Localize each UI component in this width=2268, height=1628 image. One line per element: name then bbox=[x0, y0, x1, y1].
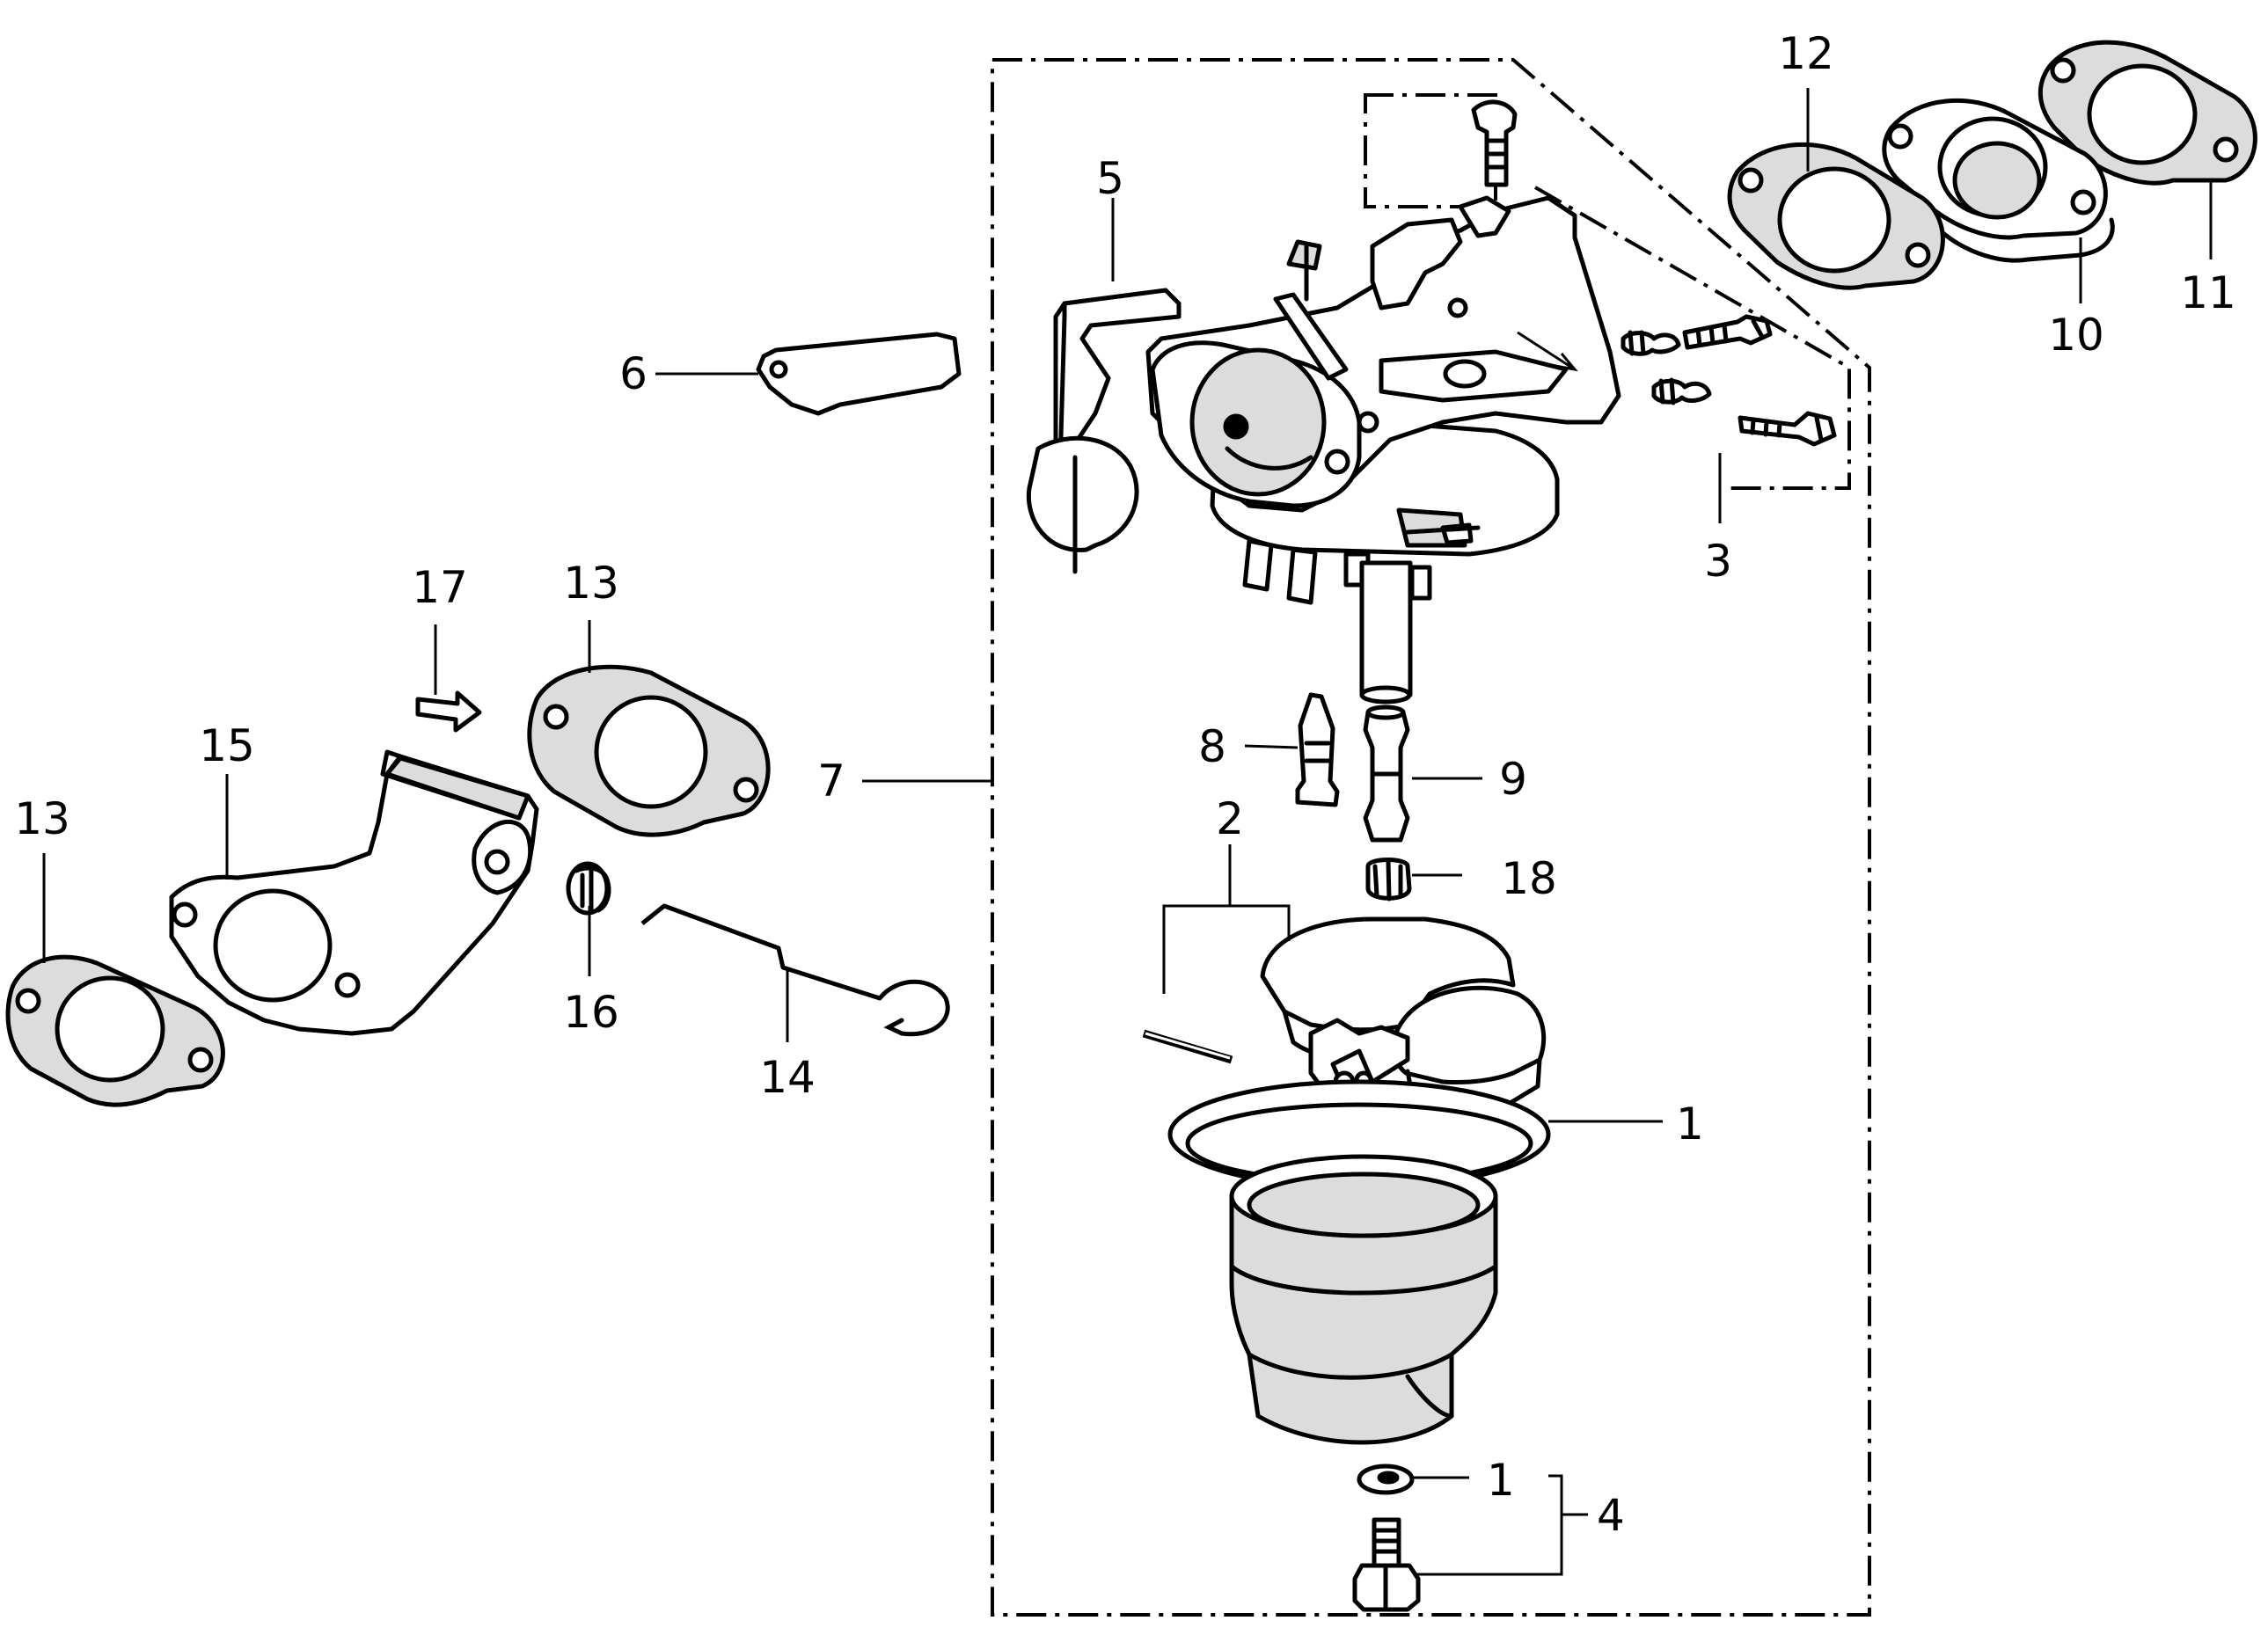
part-1-washer bbox=[1357, 1464, 1415, 1495]
callout-18: 18 bbox=[1501, 853, 1557, 904]
part-8-main-jet bbox=[1295, 692, 1340, 807]
callout-12: 12 bbox=[1778, 28, 1834, 79]
callout-10: 10 bbox=[2048, 310, 2104, 361]
part-14-wire bbox=[640, 903, 881, 1001]
callout-8: 8 bbox=[1198, 721, 1226, 772]
part-11-gasket bbox=[2038, 40, 2257, 186]
callout-2: 2 bbox=[1216, 793, 1244, 844]
callout-6: 6 bbox=[619, 348, 647, 399]
part-10-insulator bbox=[1882, 98, 2115, 263]
callout-16: 16 bbox=[563, 987, 619, 1038]
callout-labels: 5 6 12 10 11 3 7 8 9 18 2 1 1 4 13 15 17… bbox=[14, 28, 2236, 1541]
callout-13-middle: 13 bbox=[563, 558, 619, 609]
callout-5: 5 bbox=[1096, 153, 1124, 204]
callout-4: 4 bbox=[1597, 1490, 1625, 1541]
part-18-jet-holder bbox=[1365, 858, 1412, 902]
assembly-3-boundary-lower bbox=[1534, 186, 1851, 490]
part-17-direction-arrow bbox=[415, 690, 482, 733]
callout-7: 7 bbox=[817, 756, 845, 807]
part-6-choke-arm bbox=[756, 332, 962, 416]
part-4-drain-bolt bbox=[1352, 1517, 1421, 1612]
callout-14: 14 bbox=[759, 1052, 816, 1103]
part-9-needle-jet bbox=[1363, 704, 1410, 843]
float-chamber bbox=[1229, 1154, 1498, 1445]
part-5-choke-shaft bbox=[1026, 288, 1182, 574]
part-2-float bbox=[1260, 916, 1547, 1113]
callout-3: 3 bbox=[1704, 536, 1732, 587]
callout-1-washer: 1 bbox=[1487, 1455, 1515, 1506]
part-3-top-screw bbox=[1471, 99, 1518, 187]
callout-17: 17 bbox=[412, 562, 468, 613]
part-12-gasket bbox=[1727, 142, 1945, 290]
part-16-grommet bbox=[566, 861, 611, 916]
callout-13-left: 13 bbox=[14, 793, 70, 844]
callout-9: 9 bbox=[1499, 754, 1527, 805]
callout-15: 15 bbox=[199, 720, 255, 771]
part-13-gasket-middle bbox=[527, 664, 771, 837]
part-13-gasket-left bbox=[5, 954, 225, 1107]
part-14-hook bbox=[877, 979, 950, 1037]
assembly-7-boundary bbox=[991, 58, 1871, 1617]
part-15-insulator-plate bbox=[169, 749, 539, 1036]
callout-11: 11 bbox=[2180, 267, 2236, 318]
carburetor-body bbox=[1145, 195, 1621, 704]
part-3-arrow bbox=[1517, 331, 1578, 372]
leader-lines bbox=[42, 88, 2213, 1576]
part-3-pilot-screw-spring bbox=[1621, 314, 1773, 356]
callout-1-gasket: 1 bbox=[1676, 1099, 1704, 1150]
part-3-throttle-stop-screw-spring bbox=[1651, 377, 1837, 447]
